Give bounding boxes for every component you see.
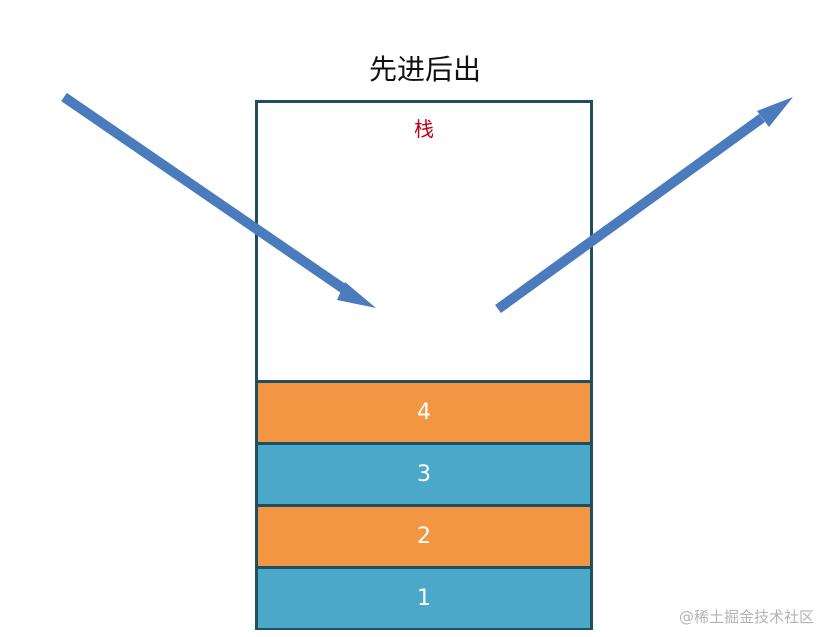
stack-block-2: 2 [258,504,590,566]
pop-arrow-head [757,97,793,127]
stack-label: 栈 [414,117,434,141]
stack-container: 栈 4 3 2 1 [255,100,593,630]
stack-block-3: 3 [258,442,590,504]
watermark: @稀土掘金技术社区 [678,608,814,626]
push-arrow-shaft [61,92,347,294]
pop-arrow [495,97,793,314]
diagram-title: 先进后出 [368,53,481,86]
push-arrow-head [337,282,376,308]
stack-block-1: 1 [258,566,590,628]
pop-arrow-shaft [495,113,765,314]
stack-block-4: 4 [258,380,590,442]
push-arrow [61,92,376,308]
